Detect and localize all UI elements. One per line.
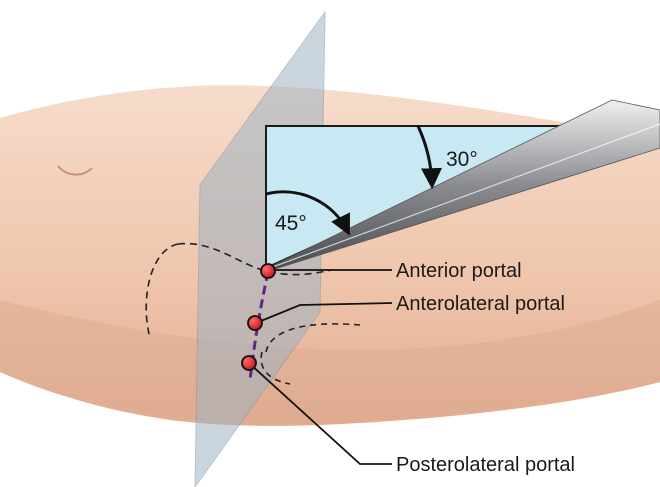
anterolateral-portal-dot <box>248 316 262 330</box>
side-angle-label: 45° <box>275 212 307 235</box>
anterior-portal-label: Anterior portal <box>396 260 522 282</box>
posterolateral-portal-label: Posterolateral portal <box>396 454 575 476</box>
anterior-portal-dot <box>261 264 275 278</box>
posterolateral-portal-dot <box>242 356 256 370</box>
anterolateral-portal-label: Anterolateral portal <box>396 293 565 315</box>
top-angle-label: 30° <box>446 148 478 171</box>
